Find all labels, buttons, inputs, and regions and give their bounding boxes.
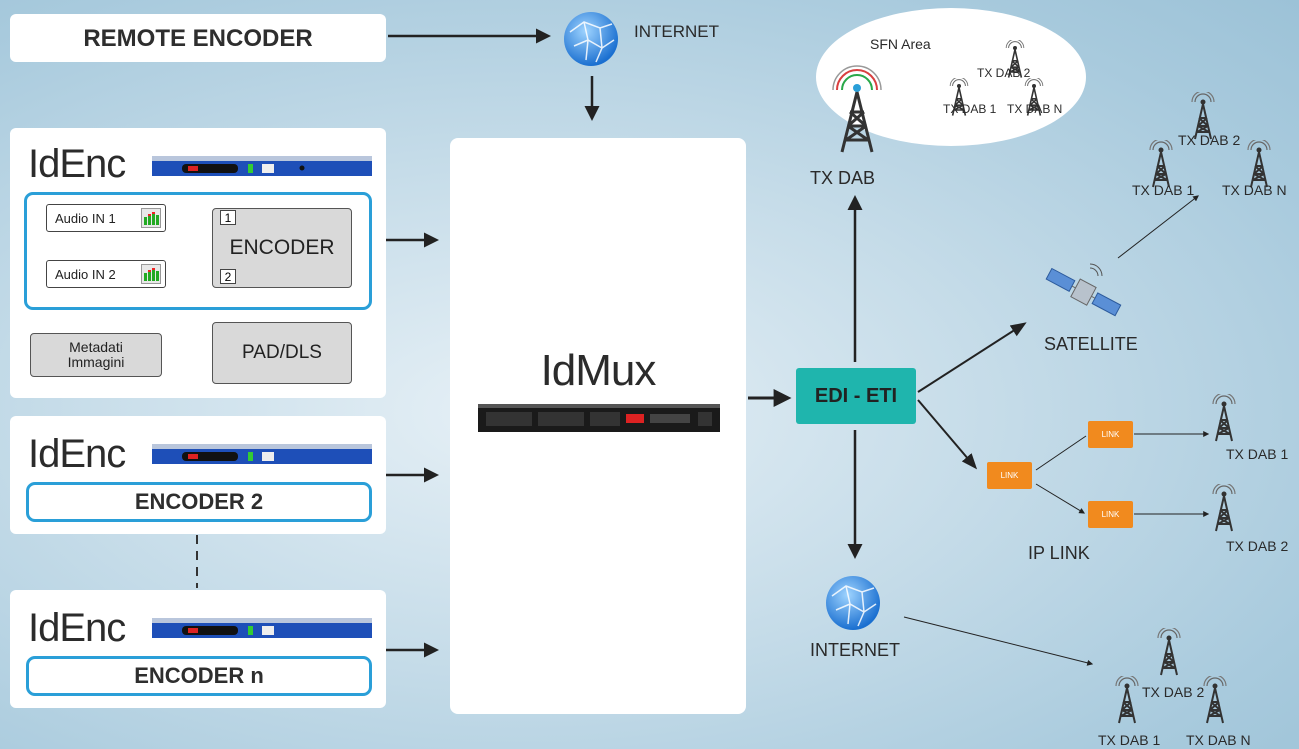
link-split-lower xyxy=(1035,483,1086,514)
metadata-line-1: Metadati xyxy=(69,339,123,355)
encoder-n-label: ENCODER n xyxy=(134,663,264,688)
rack-unit-icon xyxy=(152,442,372,466)
ip-tx-2-label: TX DAB 2 xyxy=(1226,538,1289,554)
link-box-upper: LINK xyxy=(1088,421,1133,448)
level-meter-icon xyxy=(141,264,161,284)
link-box-lower: LINK xyxy=(1088,501,1133,528)
arrow-edi-to-satellite xyxy=(917,322,1027,393)
link-split-upper xyxy=(1035,435,1087,471)
encoder-n-frame: ENCODER n xyxy=(26,656,372,696)
rack-unit-icon xyxy=(152,616,372,640)
tower-icon xyxy=(1209,392,1239,447)
tower-icon xyxy=(1209,482,1239,537)
sat-tx-n-label: TX DAB N xyxy=(1222,182,1287,198)
idenc-title: IdEnc xyxy=(28,142,126,186)
audio-in-2-label: Audio IN 2 xyxy=(55,266,116,282)
encoder-block-label: ENCODER xyxy=(229,236,335,259)
encoder-2-label: ENCODER 2 xyxy=(134,489,264,514)
inet-tx-2-label: TX DAB 2 xyxy=(1142,684,1205,700)
idmux-panel: IdMux xyxy=(450,138,746,714)
internet-bottom-label: INTERNET xyxy=(810,640,900,660)
arrow-edi-to-iplink xyxy=(917,399,978,470)
remote-encoder-box: REMOTE ENCODER xyxy=(10,14,386,62)
rack-unit-icon xyxy=(152,154,372,178)
encoder-panel-n: IdEnc ENCODER n xyxy=(10,590,386,708)
tower-icon xyxy=(1154,626,1184,681)
tower-icon xyxy=(1003,38,1027,83)
tower-icon xyxy=(1200,674,1230,729)
idenc-title: IdEnc xyxy=(28,432,126,476)
sat-tx-2-label: TX DAB 2 xyxy=(1178,132,1241,148)
sfn-tx-1-label: TX DAB 1 xyxy=(943,102,997,116)
main-tx-tower-icon xyxy=(832,64,882,159)
globe-icon xyxy=(562,10,620,68)
tower-icon xyxy=(1146,138,1176,193)
pad-dls-box: PAD/DLS xyxy=(212,322,352,384)
tower-icon xyxy=(947,76,971,121)
sfn-tx-2-label: TX DAB 2 xyxy=(977,66,1031,80)
encoder-panel-2: IdEnc ENCODER 2 xyxy=(10,416,386,534)
metadata-line-2: Immagini xyxy=(67,354,125,370)
encoder-panel-1: IdEnc Audio IN 1 Audio IN 2 xyxy=(10,128,386,398)
edi-eti-box: EDI - ETI xyxy=(796,368,916,424)
input-1-marker: 1 xyxy=(220,210,236,225)
satellite-label: SATELLITE xyxy=(1044,334,1138,354)
encoder-2-frame: ENCODER 2 xyxy=(26,482,372,522)
pad-dls-label: PAD/DLS xyxy=(242,342,322,363)
level-meter-icon xyxy=(141,208,161,228)
input-2-marker: 2 xyxy=(220,269,236,284)
sfn-area-label: SFN Area xyxy=(870,36,931,52)
ip-link-label: IP LINK xyxy=(1028,543,1090,563)
idenc-title: IdEnc xyxy=(28,606,126,650)
idmux-title: IdMux xyxy=(540,346,657,395)
sat-tx-1-label: TX DAB 1 xyxy=(1132,182,1195,198)
link-box-main: LINK xyxy=(987,462,1032,489)
remote-encoder-label: REMOTE ENCODER xyxy=(83,25,313,52)
globe-icon xyxy=(824,574,882,632)
audio-in-2-box: Audio IN 2 xyxy=(46,260,166,288)
edi-eti-label: EDI - ETI xyxy=(814,384,898,407)
tower-icon xyxy=(1022,76,1046,121)
internet-top-label: INTERNET xyxy=(634,22,719,41)
server-rack-icon xyxy=(478,400,720,436)
audio-in-1-label: Audio IN 1 xyxy=(55,210,116,226)
tower-icon xyxy=(1188,90,1218,145)
inet-tx-n-label: TX DAB N xyxy=(1186,732,1251,748)
tower-icon xyxy=(1112,674,1142,729)
sfn-tx-n-label: TX DAB N xyxy=(1007,102,1063,116)
tx-dab-label: TX DAB xyxy=(810,168,876,188)
ip-tx-1-label: TX DAB 1 xyxy=(1226,446,1289,462)
inet-tx-1-label: TX DAB 1 xyxy=(1098,732,1161,748)
tower-icon xyxy=(1244,138,1274,193)
metadata-box: Metadati Immagini xyxy=(30,333,162,377)
satellite-icon xyxy=(1040,262,1126,324)
arrow-internet-to-tx xyxy=(903,616,1094,666)
audio-in-1-box: Audio IN 1 xyxy=(46,204,166,232)
arrow-satellite-to-tx xyxy=(1117,195,1199,259)
